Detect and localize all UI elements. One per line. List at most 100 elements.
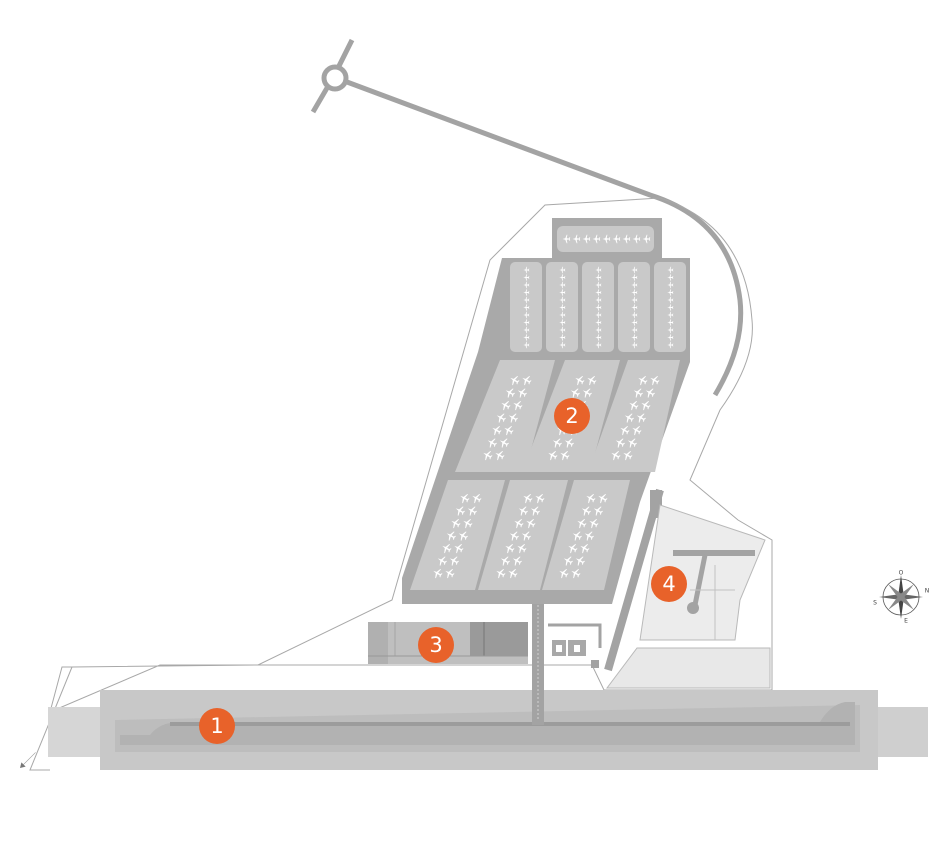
aircraft-icon (514, 519, 524, 529)
aircraft-icon (667, 304, 674, 311)
aircraft-icon (667, 266, 674, 274)
marker-runway[interactable]: 1 (199, 708, 235, 744)
aircraft-icon (580, 544, 590, 554)
site-boundary-west (29, 666, 73, 771)
marker-label: 2 (565, 404, 578, 428)
aircraft-icon (463, 519, 473, 529)
aircraft-icon (559, 569, 569, 579)
aircraft-icon (523, 266, 530, 274)
aircraft-icon (632, 426, 642, 436)
aircraft-icon (559, 281, 566, 289)
aircraft-icon (559, 289, 566, 296)
aircraft-icon (496, 569, 506, 579)
aircraft-icon (523, 311, 530, 319)
compass-e: E (904, 618, 908, 625)
aircraft-icon (631, 274, 638, 281)
aircraft-icon (504, 426, 514, 436)
aircraft-icon (535, 494, 545, 504)
aircraft-icon (667, 326, 674, 334)
aircraft-icon (636, 413, 646, 423)
aircraft-icon (611, 451, 621, 461)
compass-rose-icon: N E S O (873, 570, 929, 625)
aircraft-icon (548, 451, 558, 461)
aircraft-icon (501, 401, 511, 411)
aircraft-icon (451, 519, 461, 529)
compass-s: S (873, 600, 877, 607)
aircraft-icon (523, 494, 533, 504)
aircraft-icon (560, 451, 570, 461)
marker-terminal[interactable]: 4 (651, 566, 687, 602)
aircraft-icon (467, 506, 477, 516)
aircraft-icon (559, 311, 566, 319)
stand-block (410, 480, 505, 590)
aircraft-icon (559, 274, 566, 281)
aircraft-icon (526, 519, 536, 529)
aircraft-icon (631, 296, 638, 304)
aircraft-icon (568, 544, 578, 554)
stand-block (478, 480, 568, 590)
aircraft-icon (559, 341, 566, 349)
aircraft-icon (595, 296, 602, 304)
aircraft-icon (602, 234, 611, 244)
aircraft-icon (631, 281, 638, 289)
aircraft-icon (472, 494, 482, 504)
aircraft-icon (667, 341, 674, 349)
aircraft-icon (523, 274, 530, 281)
aircraft-icon (667, 319, 674, 326)
aircraft-icon (518, 506, 528, 516)
aircraft-icon (595, 304, 602, 311)
aircraft-icon (667, 274, 674, 281)
aircraft-icon (523, 296, 530, 304)
aircraft-icon (631, 341, 638, 349)
marker-label: 4 (662, 572, 675, 596)
aircraft-icon (638, 376, 648, 386)
aircraft-icon (632, 234, 641, 244)
aircraft-icon (595, 311, 602, 319)
marker-aircraft-storage[interactable]: 2 (554, 398, 590, 434)
aircraft-icon (437, 556, 447, 566)
marker-hangar[interactable]: 3 (418, 627, 454, 663)
aircraft-icon (641, 401, 651, 411)
stand-block (542, 480, 630, 590)
north-arrow-icon (20, 752, 36, 768)
aircraft-icon (458, 531, 468, 541)
aircraft-icon (523, 326, 530, 334)
aircraft-icon (433, 569, 443, 579)
aircraft-icon (510, 376, 520, 386)
aircraft-icon (570, 388, 580, 398)
aircraft-icon (589, 519, 599, 529)
aircraft-icon (517, 544, 527, 554)
aircraft-icon (586, 494, 596, 504)
aircraft-icon (667, 281, 674, 289)
aircraft-icon (505, 544, 515, 554)
aircraft-icon (581, 506, 591, 516)
aircraft-icon (595, 334, 602, 341)
runway-area (48, 690, 928, 770)
aircraft-icon (513, 401, 523, 411)
aircraft-icon (499, 438, 509, 448)
aircraft-icon (564, 438, 574, 448)
aircraft-icon (442, 544, 452, 554)
connector-taxiway (532, 595, 544, 725)
aircraft-icon (500, 556, 510, 566)
aircraft-icon (595, 289, 602, 296)
aircraft-icon (633, 388, 643, 398)
aircraft-icon (582, 388, 592, 398)
compass-w: O (899, 570, 904, 577)
aircraft-icon (627, 438, 637, 448)
aircraft-icon (667, 311, 674, 319)
aircraft-icon (449, 556, 459, 566)
aircraft-icon (559, 319, 566, 326)
aircraft-icon (645, 388, 655, 398)
aircraft-icon (492, 426, 502, 436)
aircraft-icon (523, 334, 530, 341)
aircraft-icon (631, 326, 638, 334)
aircraft-icon (584, 531, 594, 541)
aircraft-icon (629, 401, 639, 411)
aircraft-icon (582, 234, 591, 244)
aircraft-storage-apron (402, 218, 690, 604)
aircraft-icon (572, 531, 582, 541)
compass-n: N (925, 588, 930, 595)
marker-label: 1 (210, 714, 223, 738)
aircraft-icon (592, 234, 601, 244)
